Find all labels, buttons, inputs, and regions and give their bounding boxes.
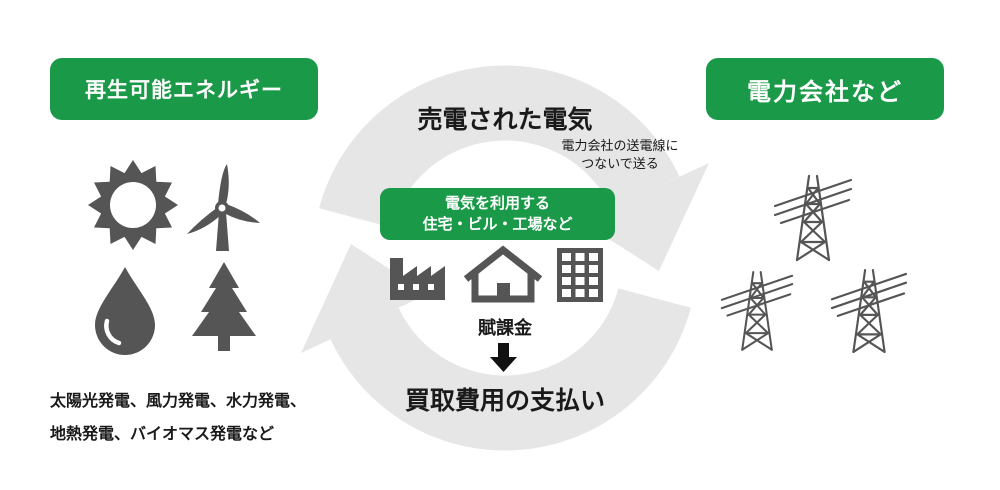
bottom-flow-arrowhead <box>301 244 428 353</box>
house-door <box>497 283 510 300</box>
water-drop-icon <box>95 267 155 355</box>
turbine-blade-left <box>187 207 222 234</box>
transmission-tower-icon <box>830 268 908 354</box>
building-icon <box>557 248 603 302</box>
turbine-tower <box>216 212 229 251</box>
turbine-blade-right <box>224 204 260 223</box>
bottom-flow-arrow-body <box>330 287 691 451</box>
building-window <box>562 253 571 261</box>
wind-turbine-icon <box>187 164 260 251</box>
cycle-arrows <box>301 65 709 451</box>
building-window <box>575 265 585 273</box>
factory-icon <box>390 258 445 300</box>
down-arrow-icon <box>490 343 517 372</box>
water-drop-highlight <box>104 318 122 346</box>
power-company-label: 電力会社など <box>706 58 944 120</box>
sold-electricity-title: 売電された電気 <box>417 105 593 134</box>
transmission-tower-icon <box>773 174 853 262</box>
factory-shape <box>390 258 445 300</box>
tree-shape <box>192 262 256 351</box>
factory-window <box>428 284 434 290</box>
energy-types-line: 地熱発電、バイオマス発電など <box>50 424 275 443</box>
building-window <box>562 265 571 273</box>
house-roof <box>463 245 543 282</box>
building-window <box>589 265 598 273</box>
sun-center <box>110 182 156 228</box>
building-window <box>589 289 598 297</box>
renewable-energy-label: 再生可能エネルギー <box>50 58 318 120</box>
building-windows <box>562 253 598 297</box>
tree-icon <box>192 262 256 351</box>
transmission-note-line: 電力会社の送電線に <box>561 139 679 154</box>
turbine-hub-center <box>218 204 226 212</box>
transmission-note: 電力会社の送電線に つないで送る <box>540 138 700 174</box>
levy-label: 賦課金 <box>478 318 532 339</box>
building-window <box>589 253 598 261</box>
energy-types-text: 太陽光発電、風力発電、水力発電、 地熱発電、バイオマス発電など <box>50 384 370 450</box>
renewable-energy-text: 再生可能エネルギー <box>85 78 283 102</box>
purchase-cost-title: 買取費用の支払い <box>404 386 605 415</box>
building-window <box>589 277 598 285</box>
top-flow-arrow-body <box>319 65 680 229</box>
building-window <box>575 289 585 297</box>
factory-window <box>413 284 419 290</box>
house-icon <box>463 245 543 303</box>
transmission-tower-icon <box>720 271 794 351</box>
top-flow-arrowhead <box>582 163 709 271</box>
consumers-label: 電気を利用する 住宅・ビル・工場など <box>380 188 615 240</box>
building-window <box>562 277 571 285</box>
energy-types-line: 太陽光発電、風力発電、水力発電、 <box>50 391 307 410</box>
factory-window <box>398 284 404 290</box>
water-drop-shape <box>95 267 155 355</box>
consumers-line: 電気を利用する <box>444 194 550 212</box>
turbine-blade-top <box>218 164 229 204</box>
power-company-text: 電力会社など <box>747 77 903 106</box>
sun-icon <box>88 160 178 250</box>
building-window <box>575 253 585 261</box>
building-window <box>562 289 571 297</box>
consumers-line: 住宅・ビル・工場など <box>422 215 573 233</box>
transmission-note-line: つないで送る <box>581 157 659 172</box>
building-window <box>575 277 585 285</box>
